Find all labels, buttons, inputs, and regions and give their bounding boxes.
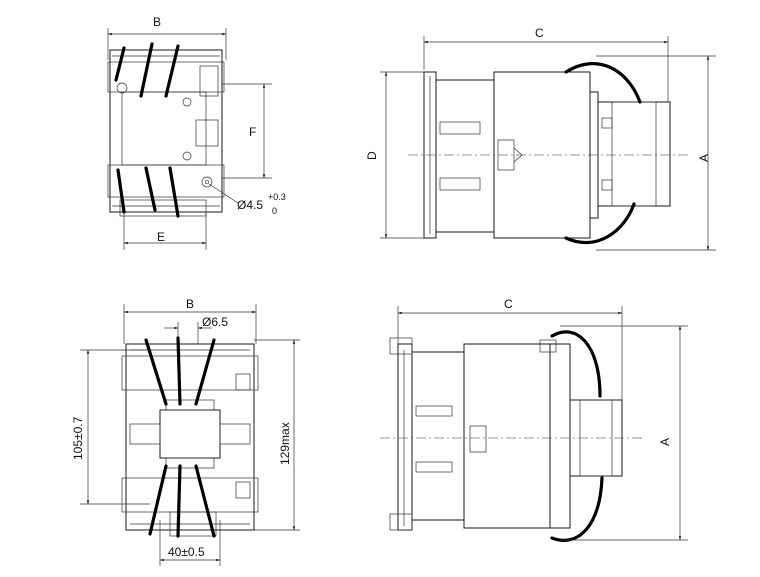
dim-a-label-2: A — [658, 438, 672, 446]
dim-f-label: F — [249, 125, 256, 139]
dim-a-label: A — [697, 154, 711, 162]
dim-max-label: 129max — [278, 422, 292, 465]
side-view-bottom: C A — [380, 297, 688, 542]
dim-c-label-2: C — [504, 297, 513, 311]
hole-tolerance-lower: 0 — [272, 206, 277, 216]
hole-tolerance-upper: +0.3 — [268, 192, 286, 202]
dim-hole-label: Ø6.5 — [202, 315, 228, 329]
dim-c-label: C — [535, 26, 544, 40]
dim-height-label: 105±0.7 — [71, 416, 85, 460]
side-view-top: C D A — [365, 26, 716, 251]
hole-diameter-label: Ø4.5 — [237, 198, 263, 212]
front-view-bottom: B Ø6.5 105±0.7 — [71, 297, 300, 566]
dim-width-label: 40±0.5 — [168, 545, 205, 559]
front-view-top: B F Ø4.5 +0.3 0 — [107, 15, 286, 250]
dim-b-label: B — [153, 15, 161, 29]
dim-e-label: E — [157, 230, 165, 244]
dim-d-label: D — [365, 151, 379, 160]
dim-b-label-2: B — [186, 297, 194, 311]
